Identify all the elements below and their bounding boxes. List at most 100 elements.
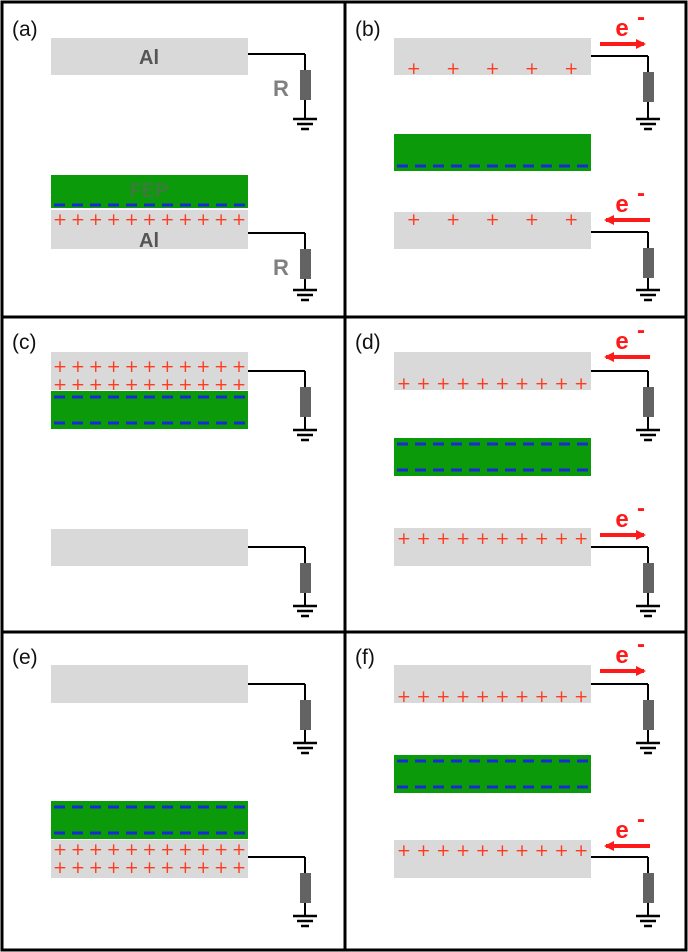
bottom-electrode-label: Al [139,230,159,252]
positive-charge: + [456,374,470,394]
positive-charge: + [107,858,121,878]
panel-e: (e)++++++++++++++++++++++ [12,646,317,928]
resistor [300,873,311,903]
top-electrode [51,38,248,75]
panel-label: (d) [355,331,381,354]
positive-charge: + [495,687,509,707]
electron-flow: e- [604,317,650,362]
positive-charge: + [89,375,103,395]
positive-charge: + [495,529,509,549]
electron-label: e [615,328,628,355]
positive-charge: + [416,841,430,861]
positive-charge: + [416,529,430,549]
positive-charge: + [142,858,156,878]
positive-charge: + [476,374,490,394]
positive-charge: + [142,375,156,395]
positive-charge: + [196,357,210,377]
resistor [643,563,654,593]
positive-charge-row: +++++++++++ [53,840,246,860]
positive-charge: + [407,210,421,230]
positive-charge: + [196,840,210,860]
positive-charge: + [71,375,85,395]
positive-charge: + [124,375,138,395]
positive-charge: + [89,858,103,878]
fep-label: FEP [130,180,169,202]
positive-charge: + [446,59,460,79]
bottom-electrode [51,529,248,566]
resistor-ground [591,683,660,755]
positive-charge: + [232,858,246,878]
positive-charge: + [107,357,121,377]
resistor-ground [591,856,660,928]
positive-charge: + [535,687,549,707]
positive-charge: + [53,375,67,395]
positive-charge: + [232,375,246,395]
electron-label: e [615,506,628,533]
positive-charge: + [476,687,490,707]
positive-charge: + [196,375,210,395]
positive-charge: + [71,357,85,377]
top-electrode [394,352,591,390]
resistor-label: R [273,255,289,280]
positive-charge: + [160,375,174,395]
resistor-ground [591,370,660,442]
positive-charge: + [107,840,121,860]
electron-label: e [615,817,628,844]
positive-charge: + [178,840,192,860]
top-electrode [394,38,591,75]
resistor-ground: R [248,53,317,131]
positive-charge-row: +++++++++++ [53,375,246,395]
resistor-label: R [273,76,289,101]
positive-charge: + [485,59,499,79]
resistor [643,72,654,102]
electron-flow: e- [600,4,646,49]
positive-charge: + [515,687,529,707]
positive-charge: + [436,529,450,549]
positive-charge: + [476,529,490,549]
electron-superscript: - [637,631,645,658]
panel-b: (b)+++++e-+++++e- [355,4,660,302]
electron-superscript: - [637,180,645,207]
positive-charge: + [525,210,539,230]
bottom-electrode [394,528,591,566]
panel-f: (f)++++++++++e-++++++++++e- [355,631,660,928]
positive-charge: + [71,840,85,860]
positive-charge: + [535,841,549,861]
positive-charge: + [89,840,103,860]
positive-charge: + [495,841,509,861]
positive-charge: + [214,357,228,377]
positive-charge: + [525,59,539,79]
positive-charge: + [554,374,568,394]
electron-label: e [615,191,628,218]
panel-label: (f) [355,646,375,669]
fep-film [51,175,248,208]
positive-charge: + [214,858,228,878]
top-electrode [51,352,248,390]
positive-charge: + [142,357,156,377]
positive-charge: + [178,858,192,878]
positive-charge: + [564,59,578,79]
positive-charge: + [71,210,85,230]
positive-charge: + [53,210,67,230]
positive-charge: + [436,374,450,394]
positive-charge: + [124,840,138,860]
positive-charge: + [53,840,67,860]
positive-charge: + [53,858,67,878]
positive-charge: + [214,210,228,230]
positive-charge: + [446,210,460,230]
resistor-ground [248,683,317,755]
positive-charge: + [495,374,509,394]
electron-superscript: - [637,4,645,31]
positive-charge: + [554,841,568,861]
positive-charge: + [178,210,192,230]
positive-charge: + [515,374,529,394]
positive-charge: + [574,374,588,394]
positive-charge: + [142,840,156,860]
positive-charge: + [142,210,156,230]
positive-charge: + [485,210,499,230]
positive-charge: + [416,687,430,707]
positive-charge: + [476,841,490,861]
resistor-ground [591,55,660,131]
